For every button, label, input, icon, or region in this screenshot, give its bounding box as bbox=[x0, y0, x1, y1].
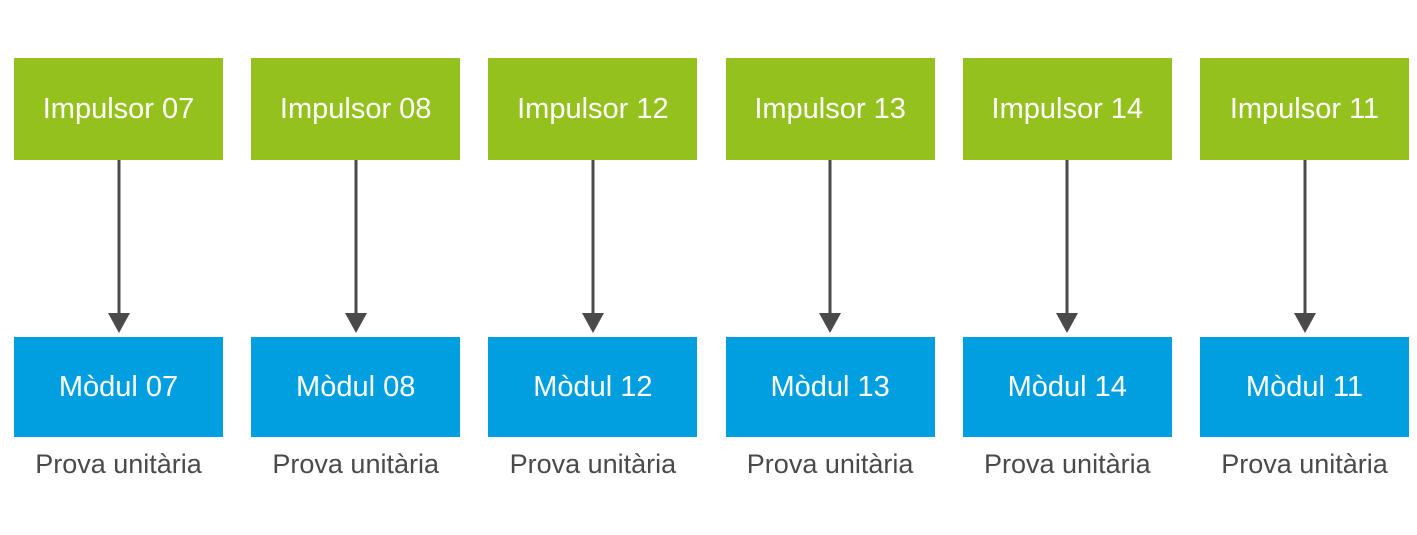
arrow-down-icon bbox=[107, 160, 131, 334]
arrow-down-icon bbox=[818, 160, 842, 334]
driver-node[interactable]: Impulsor 14 bbox=[962, 58, 1172, 160]
driver-node-label: Impulsor 08 bbox=[279, 92, 432, 125]
module-node[interactable]: Mòdul 08 bbox=[251, 337, 461, 437]
module-node[interactable]: Mòdul 12 bbox=[488, 337, 698, 437]
flow-column: Impulsor 12 Mòdul 12 Prova unitària bbox=[488, 0, 698, 535]
driver-node-label: Impulsor 14 bbox=[991, 92, 1144, 125]
module-caption: Prova unitària bbox=[509, 449, 677, 479]
flow-column: Impulsor 13 Mòdul 13 Prova unitària bbox=[725, 0, 935, 535]
driver-node-label: Impulsor 07 bbox=[42, 92, 195, 125]
driver-node-label: Impulsor 13 bbox=[754, 92, 906, 125]
driver-node[interactable]: Impulsor 12 bbox=[488, 58, 698, 160]
module-caption: Prova unitària bbox=[272, 449, 439, 479]
arrow-down-icon bbox=[1293, 160, 1317, 334]
driver-node-label: Impulsor 12 bbox=[517, 92, 669, 125]
module-caption: Prova unitària bbox=[984, 449, 1151, 479]
module-node[interactable]: Mòdul 11 bbox=[1200, 337, 1409, 437]
module-node[interactable]: Mòdul 13 bbox=[725, 337, 935, 437]
flow-column: Impulsor 14 Mòdul 14 Prova unitària bbox=[962, 0, 1172, 535]
module-node[interactable]: Mòdul 14 bbox=[962, 337, 1172, 437]
module-caption: Prova unitària bbox=[35, 449, 202, 479]
driver-node[interactable]: Impulsor 11 bbox=[1200, 58, 1409, 160]
module-node-label: Mòdul 08 bbox=[296, 370, 416, 403]
module-node-label: Mòdul 12 bbox=[533, 370, 653, 403]
arrow-down-icon bbox=[344, 160, 368, 334]
module-node-label: Mòdul 13 bbox=[770, 370, 890, 403]
driver-node[interactable]: Impulsor 07 bbox=[14, 58, 223, 160]
driver-node-label: Impulsor 11 bbox=[1229, 92, 1380, 125]
module-node[interactable]: Mòdul 07 bbox=[14, 337, 223, 437]
module-caption: Prova unitària bbox=[746, 449, 914, 479]
arrow-down-icon bbox=[1055, 160, 1079, 334]
module-node-label: Mòdul 07 bbox=[58, 370, 179, 403]
module-node-label: Mòdul 14 bbox=[1007, 370, 1127, 403]
arrow-down-icon bbox=[581, 160, 605, 334]
flow-column: Impulsor 11 Mòdul 11 Prova unitària bbox=[1200, 0, 1409, 535]
driver-node[interactable]: Impulsor 08 bbox=[251, 58, 461, 160]
module-caption: Prova unitària bbox=[1221, 449, 1388, 479]
driver-node[interactable]: Impulsor 13 bbox=[725, 58, 935, 160]
flow-column: Impulsor 08 Mòdul 08 Prova unitària bbox=[251, 0, 461, 535]
module-node-label: Mòdul 11 bbox=[1245, 370, 1364, 403]
flow-column: Impulsor 07 Mòdul 07 Prova unitària bbox=[14, 0, 223, 535]
